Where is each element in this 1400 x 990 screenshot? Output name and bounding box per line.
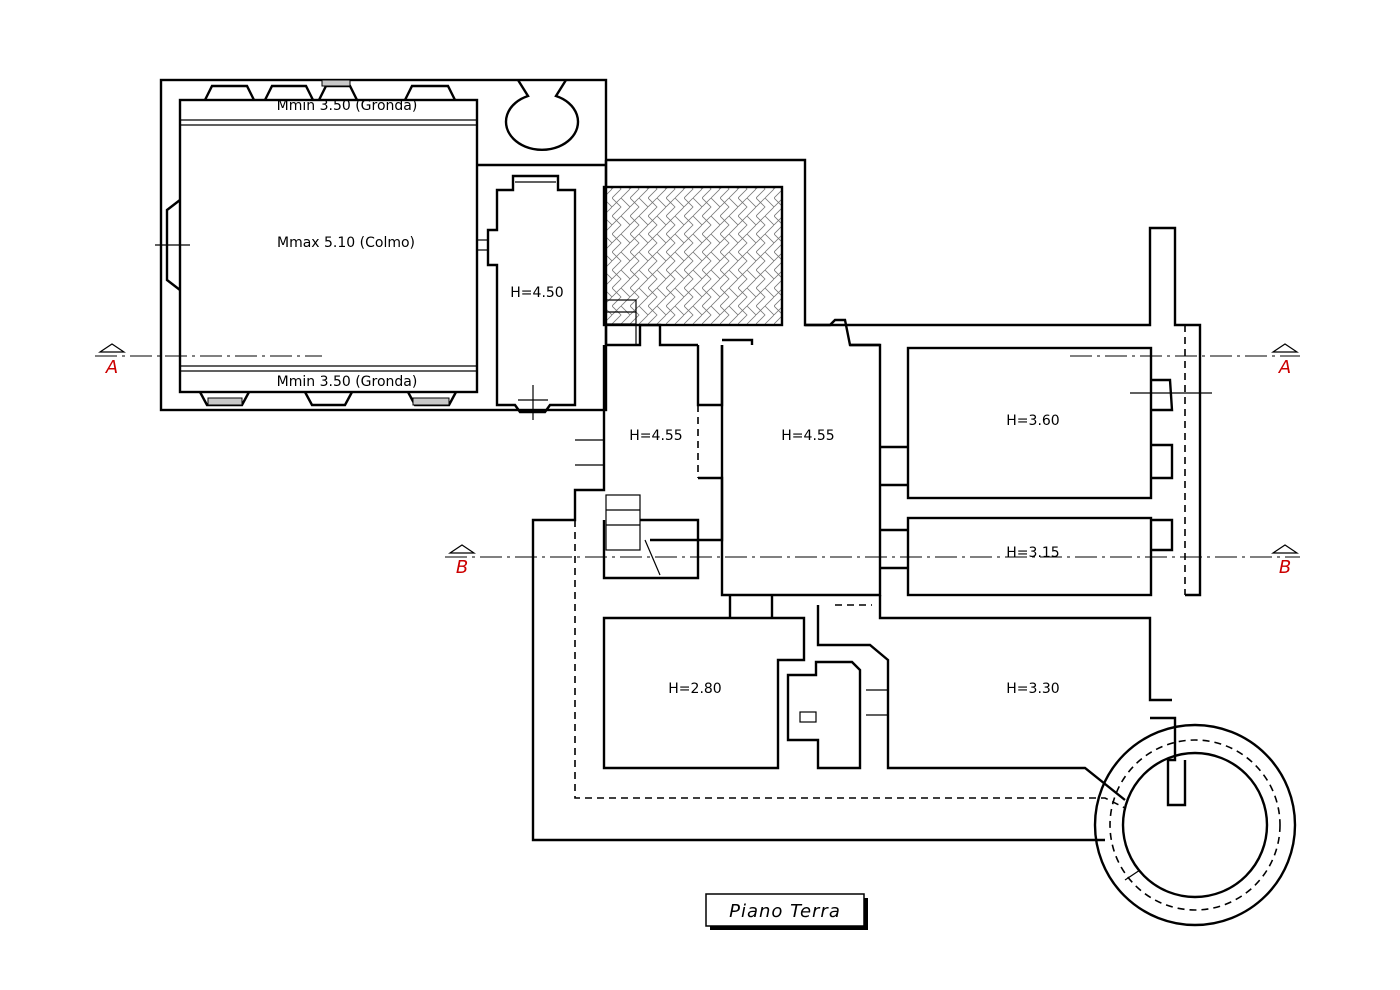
section-b-right-mark: B bbox=[1279, 557, 1291, 578]
corridor-label: H=4.50 bbox=[510, 285, 563, 301]
plan-title-box: Piano Terra bbox=[705, 893, 868, 930]
section-b-left-mark: B bbox=[456, 557, 468, 578]
central-walls bbox=[531, 158, 1105, 842]
section-lines bbox=[95, 343, 1300, 558]
hall-top-label: Mmin 3.50 (Gronda) bbox=[277, 98, 418, 114]
room-mid-center-label: H=4.55 bbox=[781, 428, 834, 444]
room-right-lower-label: H=3.15 bbox=[1006, 545, 1059, 561]
hall-center-label: Mmax 5.10 (Colmo) bbox=[277, 235, 415, 251]
section-a-right-mark: A bbox=[1278, 357, 1291, 378]
room-bottom-left-label: H=2.80 bbox=[668, 681, 721, 697]
bottom-rooms bbox=[574, 520, 1126, 809]
room-bottom-right-label: H=3.30 bbox=[1006, 681, 1059, 697]
room-right-upper-label: H=3.60 bbox=[1006, 413, 1059, 429]
hall-bottom-label: Mmin 3.50 (Gronda) bbox=[277, 374, 418, 390]
corridor-block bbox=[477, 163, 606, 420]
right-wing bbox=[805, 226, 1212, 702]
plan-title: Piano Terra bbox=[729, 901, 841, 922]
round-shaft bbox=[504, 79, 580, 151]
main-hall bbox=[155, 78, 608, 412]
round-tower bbox=[1093, 716, 1297, 927]
room-mid-left-label: H=4.55 bbox=[629, 428, 682, 444]
section-a-left-mark: A bbox=[105, 357, 118, 378]
